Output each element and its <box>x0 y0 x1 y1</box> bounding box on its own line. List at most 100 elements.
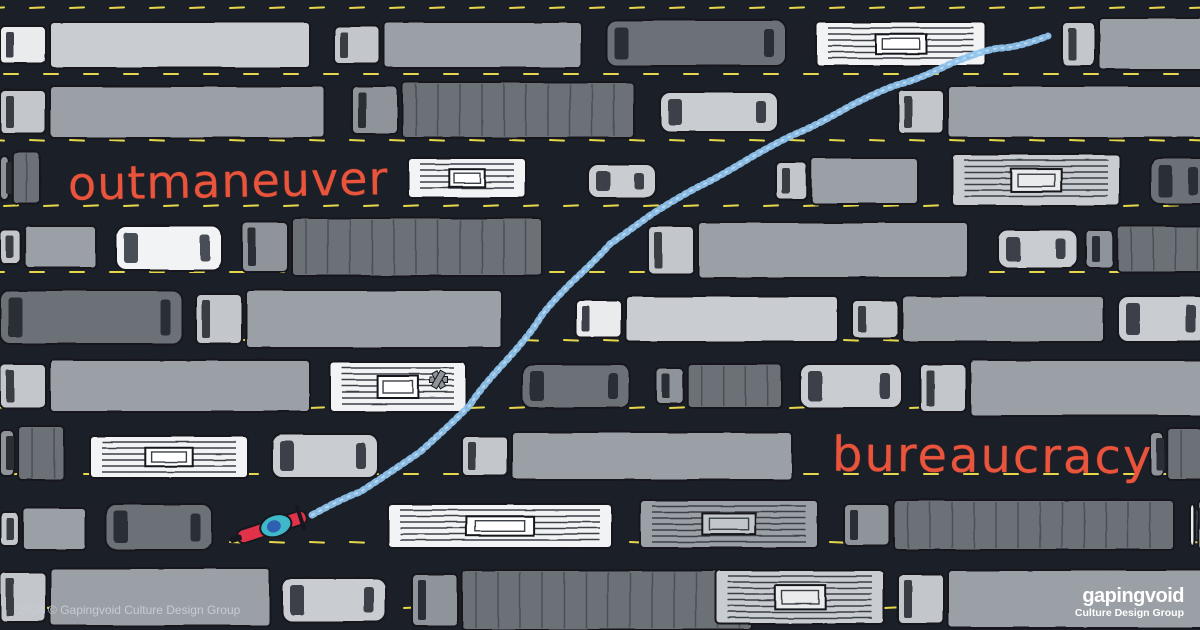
windshield <box>6 370 14 402</box>
truck-icon <box>271 433 379 479</box>
windshield <box>530 371 544 401</box>
lane-dash <box>923 204 939 207</box>
lane-dash <box>589 139 605 142</box>
lane-dash <box>509 139 525 142</box>
lane-dash <box>603 204 619 207</box>
headline-bureaucracy: bureaucracy <box>831 426 1154 486</box>
lane-dash <box>1149 139 1165 142</box>
exhaust-trail <box>308 32 1052 519</box>
lane-dash <box>429 6 445 9</box>
lane-dash <box>429 139 445 142</box>
truck-icon <box>775 157 919 205</box>
windshield <box>418 580 426 620</box>
lane-dash <box>243 204 259 207</box>
lane-dash <box>163 204 179 207</box>
lane-dash <box>269 541 285 544</box>
windshield <box>124 233 138 263</box>
windshield <box>248 228 256 266</box>
lane-dash <box>709 6 725 9</box>
asterisk-icon <box>429 370 449 390</box>
lane-dash <box>629 406 645 409</box>
truck-icon <box>897 569 1200 629</box>
windshield <box>6 32 14 58</box>
truck-icon <box>0 151 42 205</box>
lane-dash <box>1163 204 1179 207</box>
windshield <box>340 32 348 58</box>
lane-dash <box>203 204 219 207</box>
brand-name: gapingvoid <box>1082 585 1184 607</box>
truck-icon <box>105 503 213 551</box>
truck-icon <box>407 157 527 199</box>
windshield <box>904 96 912 128</box>
lane-dash <box>1123 204 1139 207</box>
lane-dash <box>749 6 765 9</box>
lane-dash <box>469 139 485 142</box>
lane-dash <box>789 6 805 9</box>
lane-dash <box>563 339 579 342</box>
truck-icon <box>0 567 271 627</box>
lane-dash <box>483 204 499 207</box>
lane-dash <box>683 204 699 207</box>
lane-dash <box>43 204 59 207</box>
lane-dash <box>363 204 379 207</box>
truck-icon <box>799 363 903 409</box>
windshield <box>1156 438 1164 470</box>
truck-icon <box>0 425 65 481</box>
lane-dash <box>789 406 805 409</box>
windshield <box>6 518 14 540</box>
truck-icon <box>0 85 326 139</box>
headline-outmaneuver: outmaneuver <box>67 151 389 211</box>
lane-dash <box>989 6 1005 9</box>
lane-dash <box>269 6 285 9</box>
windshield <box>654 232 662 268</box>
windshield <box>290 585 304 615</box>
lane-dash <box>509 406 525 409</box>
lane-dash <box>949 6 965 9</box>
lane-dash <box>1109 6 1125 9</box>
lane-dash <box>629 139 645 142</box>
truck-icon <box>1085 225 1200 273</box>
lane-dash <box>309 406 325 409</box>
truck-icon <box>0 21 311 69</box>
copyright-text: 2024 © Gapingvoid Culture Design Group <box>18 603 241 617</box>
truck-icon <box>655 363 783 409</box>
truck-icon <box>843 499 1175 551</box>
lane-dash <box>869 139 885 142</box>
truck-icon <box>659 91 779 133</box>
truck-icon <box>0 225 97 269</box>
truck-icon <box>351 81 635 139</box>
lane-dash <box>109 139 125 142</box>
windshield <box>6 236 14 258</box>
windshield <box>904 580 912 618</box>
truck-icon <box>0 359 311 413</box>
lane-dash <box>949 139 965 142</box>
lane-dash <box>443 204 459 207</box>
lane-dash <box>789 139 805 142</box>
windshield <box>468 442 476 470</box>
windshield <box>8 297 22 337</box>
lane-dash <box>3 204 19 207</box>
lane-dash <box>829 6 845 9</box>
lane-dash <box>883 204 899 207</box>
lane-dash <box>149 6 165 9</box>
windshield <box>808 371 822 401</box>
lane-dash <box>629 6 645 9</box>
truck-icon <box>521 363 631 409</box>
windshield <box>1126 303 1140 335</box>
truck-icon <box>605 19 787 67</box>
lane-dash <box>109 6 125 9</box>
truck-icon <box>1189 499 1200 551</box>
truck-icon <box>997 229 1079 269</box>
windshield <box>850 510 858 540</box>
truck-icon <box>647 221 969 279</box>
vehicles <box>0 17 1200 630</box>
lane-dash <box>123 204 139 207</box>
truck-icon <box>851 295 1105 343</box>
lane-dash <box>1069 6 1085 9</box>
lane-dash <box>0 6 5 9</box>
truck-icon <box>461 431 793 481</box>
windshield <box>1092 236 1100 262</box>
truck-icon <box>1149 157 1200 205</box>
windshield <box>926 370 934 406</box>
